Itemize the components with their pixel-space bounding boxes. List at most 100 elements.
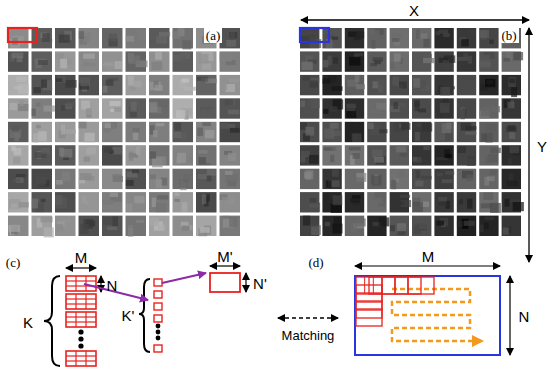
- image-texture: [348, 172, 354, 180]
- image-texture: [156, 36, 167, 43]
- image-texture: [66, 102, 75, 106]
- patch-highlight: [300, 28, 329, 42]
- image-tile: [412, 192, 431, 212]
- image-tile: [390, 51, 409, 71]
- image-texture: [457, 221, 463, 227]
- image-tile: [149, 122, 170, 142]
- image-texture: [79, 122, 87, 129]
- image-tile: [196, 192, 217, 212]
- dimension-arrow: [66, 267, 96, 268]
- image-texture: [413, 202, 423, 212]
- image-texture: [84, 157, 90, 162]
- image-texture: [226, 40, 236, 47]
- image-texture: [110, 192, 118, 197]
- image-tile: [149, 98, 170, 118]
- patch-grid: [66, 294, 96, 309]
- image-texture: [415, 132, 420, 141]
- grid-line: [75, 276, 76, 291]
- image-tile: [126, 28, 147, 48]
- grid-line: [66, 280, 96, 281]
- image-tile: [173, 98, 194, 118]
- image-texture: [80, 173, 92, 180]
- image-tile: [149, 75, 170, 95]
- image-texture: [507, 181, 515, 186]
- image-texture: [481, 55, 490, 62]
- image-tile: [479, 75, 498, 95]
- image-tile: [55, 145, 76, 165]
- image-tile: [457, 192, 476, 212]
- image-texture: [399, 170, 406, 177]
- image-texture: [60, 59, 67, 69]
- image-texture: [37, 177, 47, 184]
- image-texture: [222, 157, 228, 165]
- image-texture: [134, 196, 144, 204]
- image-texture: [129, 152, 134, 161]
- image-tile: [79, 192, 100, 212]
- image-tile: [345, 51, 364, 71]
- image-tile: [220, 98, 241, 118]
- image-texture: [372, 150, 383, 158]
- image-tile: [322, 145, 341, 165]
- image-texture: [354, 123, 358, 128]
- image-tile: [149, 192, 170, 212]
- image-texture: [485, 79, 495, 87]
- image-texture: [310, 198, 317, 202]
- image-texture: [225, 99, 233, 105]
- image-texture: [508, 102, 515, 109]
- image-tile: [345, 192, 364, 212]
- image-tile: [434, 145, 453, 165]
- image-texture: [114, 61, 122, 69]
- image-texture: [353, 153, 360, 159]
- image-tile: [102, 28, 123, 48]
- image-texture: [59, 148, 64, 157]
- image-texture: [44, 106, 55, 112]
- image-tile: [55, 28, 76, 48]
- image-texture: [182, 40, 191, 49]
- image-texture: [379, 129, 388, 133]
- feature-cell: [154, 291, 162, 298]
- image-texture: [334, 217, 342, 227]
- image-texture: [155, 85, 163, 91]
- image-texture: [443, 60, 449, 70]
- image-texture: [442, 179, 453, 183]
- image-texture: [103, 128, 110, 132]
- dimension-arrow: [245, 273, 246, 292]
- image-tile: [102, 192, 123, 212]
- image-texture: [503, 228, 509, 235]
- image-texture: [301, 62, 312, 70]
- image-texture: [156, 179, 162, 188]
- image-texture: [33, 87, 40, 93]
- image-texture: [323, 60, 328, 67]
- image-texture: [202, 63, 212, 70]
- image-texture: [413, 157, 421, 163]
- patch-stack: [66, 276, 96, 366]
- image-texture: [346, 104, 355, 112]
- image-texture: [225, 171, 233, 175]
- image-texture: [356, 84, 365, 89]
- image-texture: [103, 63, 113, 66]
- image-texture: [151, 62, 162, 71]
- image-texture: [325, 222, 330, 227]
- image-tile: [412, 169, 431, 189]
- image-texture: [175, 193, 180, 196]
- image-texture: [390, 225, 395, 231]
- image-tile: [126, 98, 147, 118]
- feature-cell: [154, 315, 162, 322]
- image-texture: [136, 204, 142, 210]
- dimension-label: N: [519, 309, 530, 324]
- ellipsis-dot: [78, 343, 83, 348]
- image-texture: [87, 146, 96, 155]
- image-tile: [126, 216, 147, 236]
- image-texture: [111, 122, 117, 129]
- image-tile: [367, 75, 386, 95]
- image-texture: [491, 106, 500, 112]
- image-texture: [174, 122, 181, 131]
- ellipsis-dot: [78, 329, 83, 334]
- image-texture: [354, 53, 363, 56]
- image-texture: [13, 157, 20, 164]
- image-texture: [416, 123, 422, 127]
- image-texture: [159, 32, 170, 37]
- image-texture: [222, 197, 230, 201]
- image-tile: [457, 51, 476, 71]
- image-texture: [40, 217, 52, 223]
